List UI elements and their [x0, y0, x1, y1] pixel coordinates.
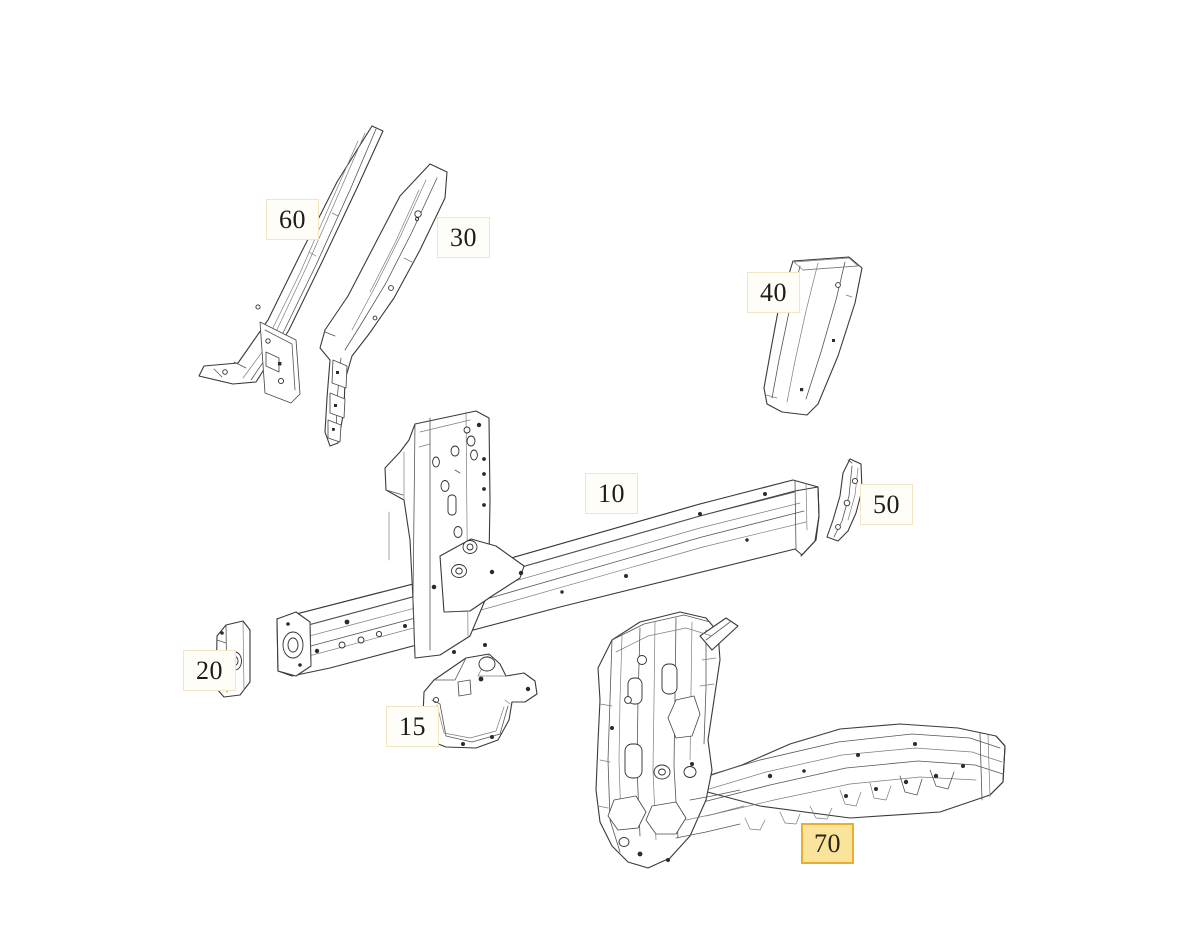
callout-label-20: 20 [196, 655, 223, 685]
callout-badge-10[interactable]: 10 [585, 473, 638, 514]
part-10-rocker-panel[interactable] [276, 410, 820, 677]
callout-badge-50[interactable]: 50 [860, 484, 913, 525]
part-15-jack-support-bracket[interactable] [422, 653, 538, 749]
callout-label-15: 15 [399, 711, 426, 741]
callout-label-10: 10 [598, 478, 625, 508]
callout-label-60: 60 [279, 204, 306, 234]
callout-badge-60[interactable]: 60 [266, 199, 319, 240]
part-60-upper-a-pillar-outer[interactable] [198, 125, 384, 404]
callout-label-30: 30 [450, 222, 477, 252]
part-50-rear-rocker-bracket[interactable] [826, 458, 863, 542]
callout-label-70: 70 [814, 828, 841, 858]
callout-label-50: 50 [873, 489, 900, 519]
callout-badge-40[interactable]: 40 [747, 272, 800, 313]
callout-badge-30[interactable]: 30 [437, 217, 490, 258]
part-30-a-pillar-inner[interactable] [319, 163, 448, 447]
callout-badge-15[interactable]: 15 [386, 706, 439, 747]
part-70-body-side-inner-frame[interactable] [595, 611, 1006, 869]
callout-badge-70[interactable]: 70 [801, 823, 854, 864]
callout-label-40: 40 [760, 277, 787, 307]
callout-badge-20[interactable]: 20 [183, 650, 236, 691]
